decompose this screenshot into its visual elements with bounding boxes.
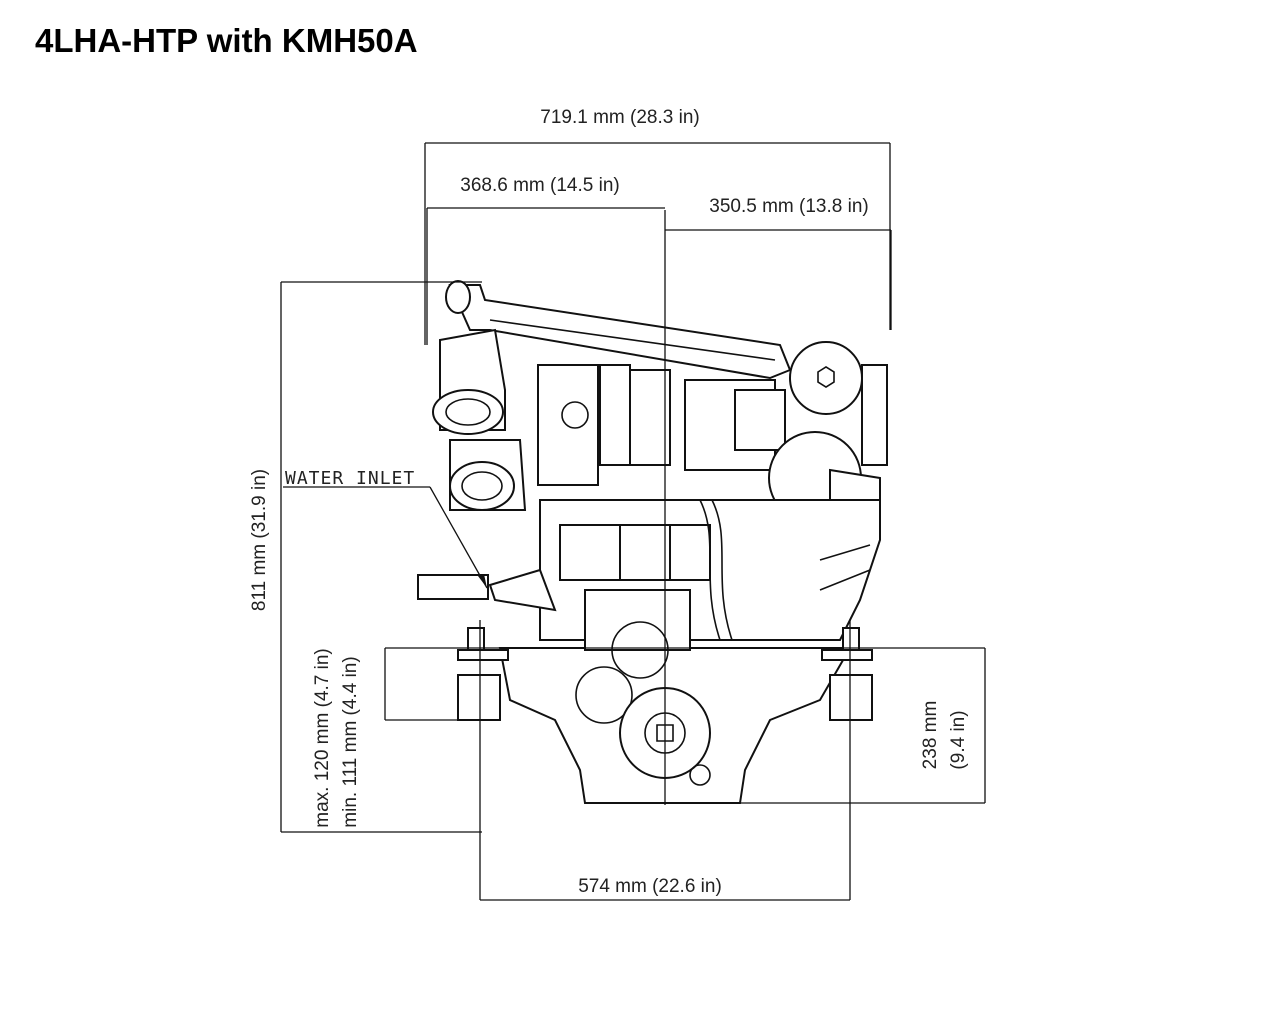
mount-spacing-label: 574 mm (22.6 in) xyxy=(578,876,722,897)
overall-height-label: 811 mm (31.9 in) xyxy=(249,469,270,611)
left-engine-mount xyxy=(457,627,509,721)
engine-front-view xyxy=(417,210,888,805)
right-width-label: 350.5 mm (13.8 in) xyxy=(709,196,868,217)
below-mount-in-label: (9.4 in) xyxy=(948,710,969,769)
dimension-overall-width: 719.1 mm (28.3 in) xyxy=(424,107,891,345)
water-inlet-label: WATER INLET xyxy=(285,468,415,489)
dimension-mount-height: max. 120 mm (4.7 in) min. 111 mm (4.4 in… xyxy=(312,620,985,835)
drawing-title: 4LHA-HTP with KMH50A xyxy=(35,22,418,59)
left-width-label: 368.6 mm (14.5 in) xyxy=(460,175,619,196)
mount-max-label: max. 120 mm (4.7 in) xyxy=(312,648,333,828)
overall-width-label: 719.1 mm (28.3 in) xyxy=(540,107,699,128)
water-inlet-callout: WATER INLET xyxy=(283,468,488,589)
dimension-left-width: 368.6 mm (14.5 in) xyxy=(426,175,665,345)
dimension-overall-height: 811 mm (31.9 in) xyxy=(249,281,482,833)
mount-min-label: min. 111 mm (4.4 in) xyxy=(340,656,361,827)
dimension-mount-spacing: 574 mm (22.6 in) xyxy=(479,620,851,901)
dimension-below-mount: 238 mm (9.4 in) xyxy=(740,648,986,804)
right-engine-mount xyxy=(821,627,873,721)
below-mount-mm-label: 238 mm xyxy=(920,701,941,770)
leader-arrowhead xyxy=(478,574,487,588)
water-inlet-fitting xyxy=(417,574,489,600)
dimension-right-width: 350.5 mm (13.8 in) xyxy=(665,196,892,330)
